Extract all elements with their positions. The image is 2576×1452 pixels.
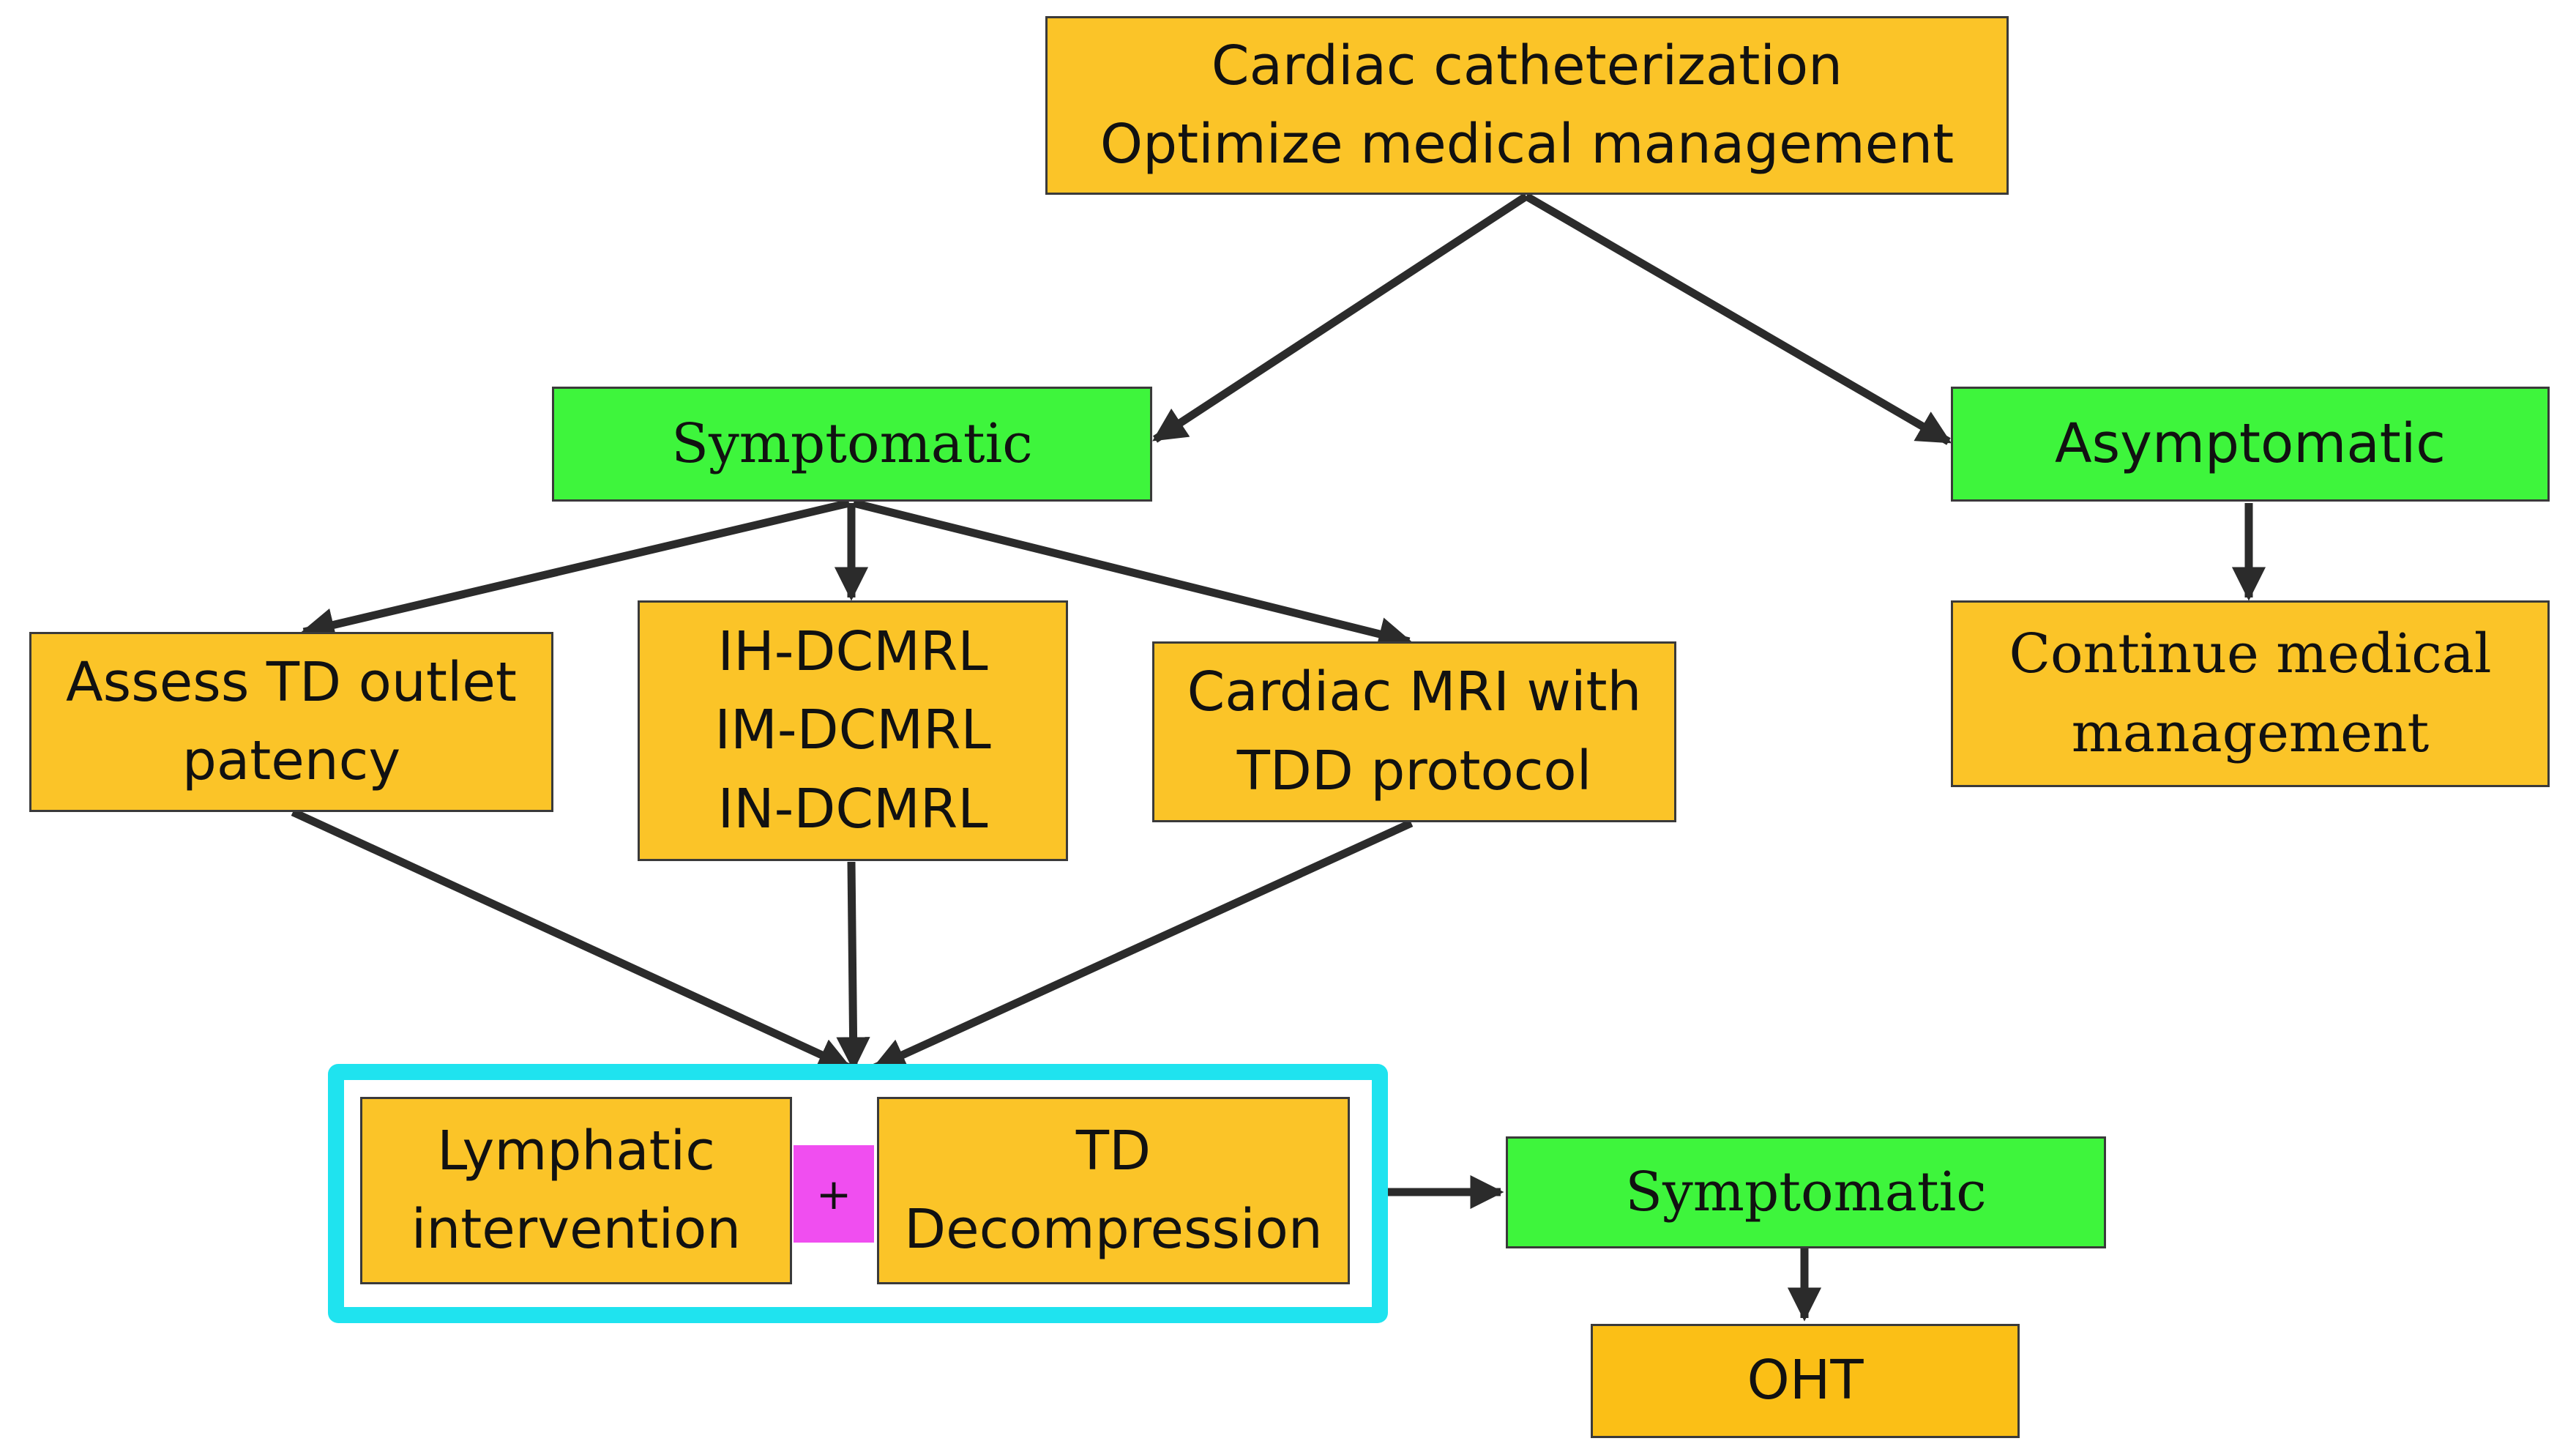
arrow-dcmrl-to-intervention bbox=[836, 861, 870, 1071]
dcmrl-line-2: IM-DCMRL bbox=[714, 699, 991, 762]
lymphatic-line-1: Lymphatic bbox=[437, 1119, 715, 1183]
cath-line-1: Cardiac catheterization bbox=[1211, 34, 1843, 97]
dcmrl-line-1: IH-DCMRL bbox=[717, 620, 988, 684]
intervention-highlight-frame bbox=[328, 1064, 1388, 1323]
arrow-cath-to-asymptomatic bbox=[1524, 193, 1952, 445]
continue-line-1: Continue medical bbox=[2009, 622, 2492, 686]
assess-line-2: patency bbox=[182, 729, 401, 792]
cardiac-catheterization-box: Cardiac catheterization Optimize medical… bbox=[1045, 16, 2009, 195]
dcmrl-box: IH-DCMRL IM-DCMRL IN-DCMRL bbox=[638, 600, 1068, 861]
plus-badge: + bbox=[794, 1145, 874, 1243]
mri-line-1: Cardiac MRI with bbox=[1187, 660, 1642, 724]
asymptomatic-box: Asymptomatic bbox=[1951, 387, 2550, 502]
dcmrl-line-3: IN-DCMRL bbox=[717, 777, 988, 841]
td-line-1: TD bbox=[1075, 1119, 1151, 1183]
cardiac-mri-box: Cardiac MRI with TDD protocol bbox=[1152, 641, 1676, 822]
lymphatic-intervention-box: Lymphatic intervention bbox=[360, 1097, 792, 1284]
symptomatic-after-intervention-box: Symptomatic bbox=[1506, 1136, 2106, 1248]
symptomatic-box: Symptomatic bbox=[552, 387, 1152, 502]
symptomatic2-label: Symptomatic bbox=[1625, 1160, 1987, 1224]
arrow-assess-to-intervention bbox=[291, 808, 853, 1071]
arrow-symptomatic-to-mri bbox=[852, 499, 1413, 651]
assess-line-1: Assess TD outlet bbox=[66, 650, 517, 714]
lymphatic-line-2: intervention bbox=[411, 1198, 742, 1261]
symptomatic-label: Symptomatic bbox=[671, 412, 1033, 475]
arrow-mri-to-intervention bbox=[871, 819, 1414, 1072]
arrow-cath-to-symptomatic bbox=[1152, 193, 1529, 443]
continue-medical-management-box: Continue medical management bbox=[1951, 600, 2550, 787]
oht-box: OHT bbox=[1591, 1324, 2020, 1438]
continue-line-2: management bbox=[2071, 701, 2430, 764]
oht-label: OHT bbox=[1747, 1349, 1864, 1412]
assess-td-outlet-box: Assess TD outlet patency bbox=[29, 632, 553, 812]
asymptomatic-label: Asymptomatic bbox=[2054, 412, 2446, 475]
cath-line-2: Optimize medical management bbox=[1100, 113, 1955, 176]
arrow-symptomatic-to-assess bbox=[300, 499, 851, 641]
td-line-2: Decompression bbox=[904, 1198, 1323, 1261]
mri-line-2: TDD protocol bbox=[1236, 739, 1592, 803]
td-decompression-box: TD Decompression bbox=[877, 1097, 1350, 1284]
